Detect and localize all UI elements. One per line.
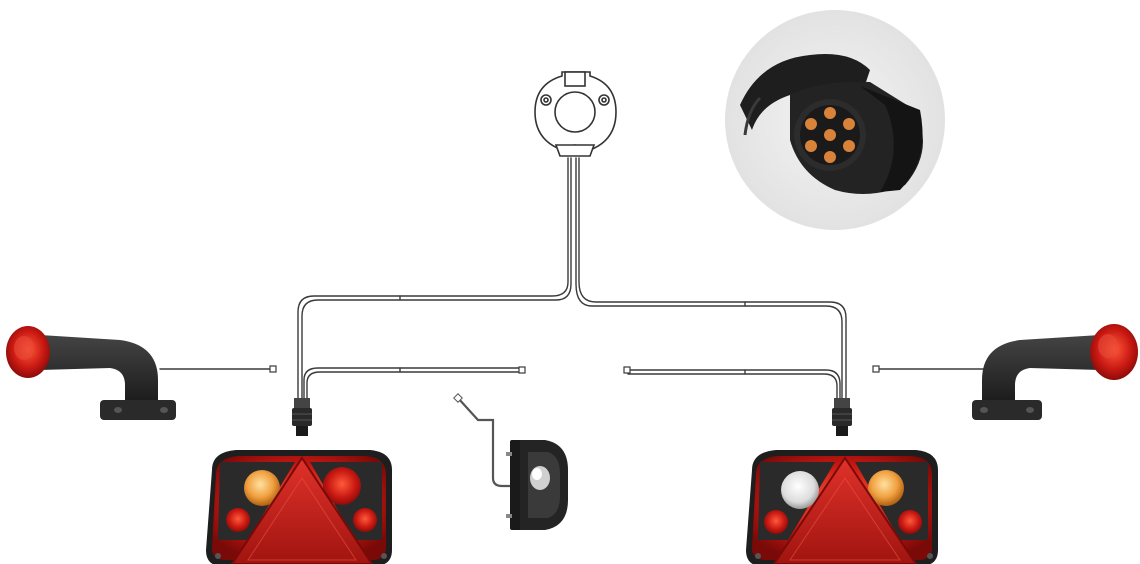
rear-lamp-left — [206, 450, 392, 564]
connector-plug-right — [832, 398, 852, 436]
plate-light — [453, 393, 568, 530]
rear-lamp-right — [746, 450, 938, 564]
socket-photo — [725, 10, 945, 230]
connector-plug-left — [292, 398, 312, 436]
wiring-harness — [159, 157, 986, 401]
cable-end-caps — [269, 365, 880, 374]
marker-light-left — [6, 326, 176, 420]
socket-diagram — [534, 71, 617, 157]
marker-light-right — [972, 324, 1138, 420]
